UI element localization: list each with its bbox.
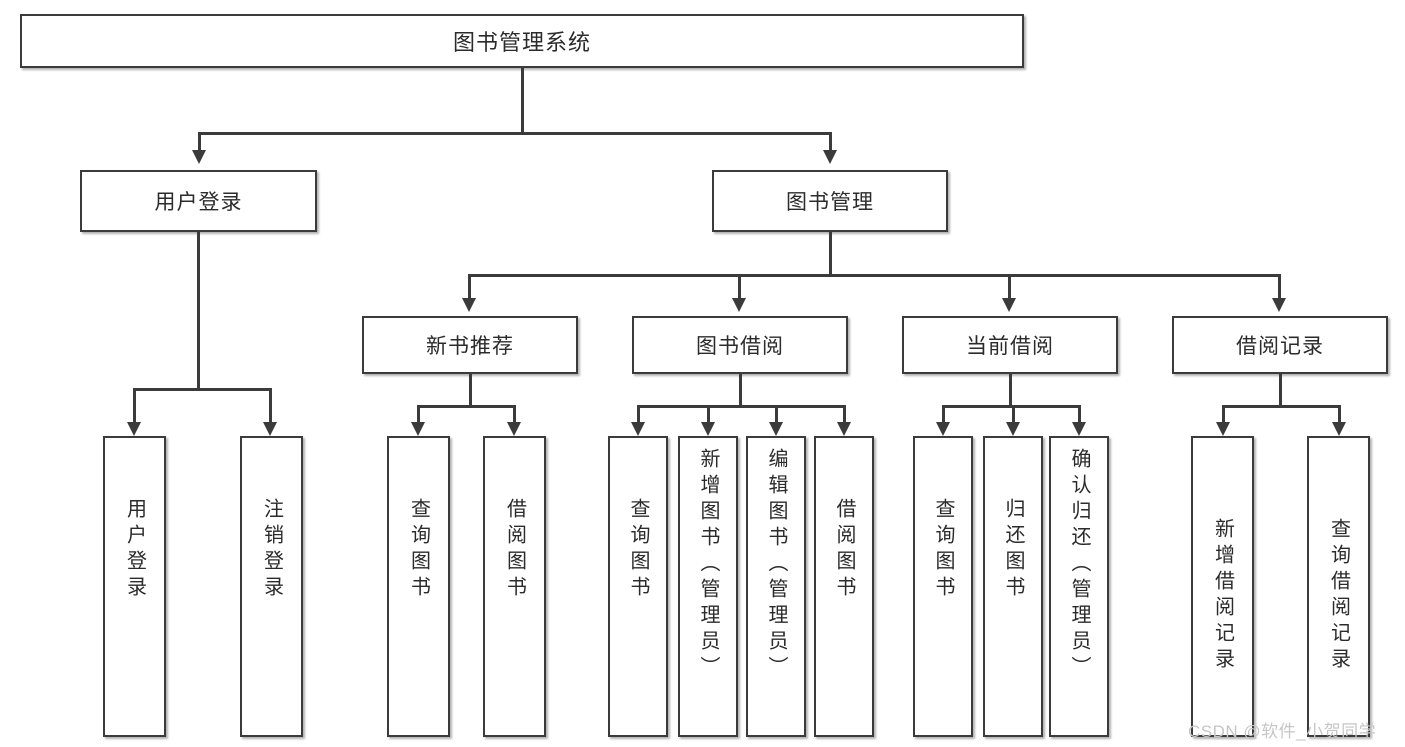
arrow-to-leaf-query-book-2 xyxy=(631,422,645,436)
connector-book-borrow-drop-4 xyxy=(843,405,846,422)
node-leaf-add-borrow-record[interactable]: 新增借阅记录 xyxy=(1191,436,1254,737)
arrow-to-leaf-edit-book xyxy=(769,422,783,436)
connector-current-borrow-drop-2 xyxy=(1012,405,1015,422)
node-label: 查询图书 xyxy=(407,498,430,602)
connector-current-borrow-bus xyxy=(942,405,1078,408)
node-leaf-logout-login[interactable]: 注销登录 xyxy=(240,436,303,737)
arrow-to-current-borrow xyxy=(1002,298,1016,312)
connector-book-manage-bus xyxy=(468,274,1280,277)
arrow-to-leaf-borrow-book-1 xyxy=(507,422,521,436)
node-leaf-confirm-return-admin[interactable]: 确认归还（管理员） xyxy=(1049,436,1109,737)
connector-user-login-drop-1 xyxy=(133,388,136,422)
connector-borrow-record-drop-2 xyxy=(1338,405,1341,422)
node-book-management[interactable]: 图书管理 xyxy=(712,170,948,232)
arrow-to-leaf-query-book-3 xyxy=(936,422,950,436)
connector-root-stem xyxy=(521,68,524,133)
connector-book-borrow-drop-1 xyxy=(637,405,640,422)
arrow-to-leaf-logout-login xyxy=(263,422,277,436)
csdn-watermark: CSDN @软件_小贺同学 xyxy=(1188,722,1377,741)
node-label: 图书管理 xyxy=(786,191,874,214)
connector-user-login-bus xyxy=(133,388,271,391)
arrow-to-book-borrow xyxy=(732,298,746,312)
connector-book-borrow-drop-3 xyxy=(775,405,778,422)
node-label: 注销登录 xyxy=(260,498,283,602)
node-new-book-recommend[interactable]: 新书推荐 xyxy=(362,316,578,374)
node-label: 借阅记录 xyxy=(1236,335,1324,358)
node-leaf-borrow-book-recommend[interactable]: 借阅图书 xyxy=(483,436,546,737)
arrow-to-leaf-return-book xyxy=(1006,422,1020,436)
node-label: 新增借阅记录 xyxy=(1211,518,1234,674)
arrow-to-leaf-confirm-return xyxy=(1072,422,1086,436)
node-leaf-query-book-borrow[interactable]: 查询图书 xyxy=(608,436,668,737)
node-label: 新书推荐 xyxy=(426,335,514,358)
node-label: 借阅图书 xyxy=(503,498,526,602)
node-label: 查询图书 xyxy=(627,498,649,602)
arrow-to-leaf-query-book-1 xyxy=(411,422,425,436)
node-label: 查询图书 xyxy=(932,498,954,602)
connector-l3-drop-3 xyxy=(1008,274,1011,298)
connector-root-drop-right xyxy=(829,132,832,150)
node-label: 借阅图书 xyxy=(833,498,855,602)
connector-l3-drop-2 xyxy=(738,274,741,298)
arrow-to-new-book-recommend xyxy=(462,298,476,312)
arrow-to-borrow-record xyxy=(1272,298,1286,312)
connector-new-book-drop-1 xyxy=(417,405,420,422)
connector-current-borrow-stem xyxy=(1009,374,1012,407)
arrow-to-leaf-add-book xyxy=(701,422,715,436)
node-leaf-query-book-recommend[interactable]: 查询图书 xyxy=(387,436,450,737)
connector-current-borrow-drop-1 xyxy=(942,405,945,422)
arrow-to-user-login xyxy=(192,150,206,164)
arrow-to-leaf-borrow-book-2 xyxy=(837,422,851,436)
connector-book-borrow-bus xyxy=(637,405,845,408)
node-leaf-add-book-admin[interactable]: 新增图书（管理员） xyxy=(678,436,738,737)
connector-book-borrow-drop-2 xyxy=(707,405,710,422)
node-label: 图书借阅 xyxy=(696,335,784,358)
node-leaf-query-book-current[interactable]: 查询图书 xyxy=(913,436,973,737)
node-user-login[interactable]: 用户登录 xyxy=(80,170,317,232)
node-book-borrow[interactable]: 图书借阅 xyxy=(632,316,848,374)
node-label: 归还图书 xyxy=(1002,498,1024,602)
connector-new-book-stem xyxy=(469,374,472,407)
connector-root-bus xyxy=(198,132,831,135)
node-leaf-return-book[interactable]: 归还图书 xyxy=(983,436,1043,737)
connector-user-login-drop-2 xyxy=(269,388,272,422)
node-borrow-record[interactable]: 借阅记录 xyxy=(1172,316,1388,374)
connector-borrow-record-bus xyxy=(1222,405,1339,408)
connector-book-manage-stem xyxy=(829,232,832,276)
node-label: 编辑图书（管理员） xyxy=(765,448,787,682)
connector-user-login-stem xyxy=(197,232,200,390)
connector-book-borrow-stem xyxy=(739,374,742,407)
connector-current-borrow-drop-3 xyxy=(1078,405,1081,422)
arrow-to-leaf-user-login xyxy=(127,422,141,436)
node-label: 用户登录 xyxy=(154,191,243,214)
connector-l3-drop-1 xyxy=(468,274,471,298)
connector-new-book-bus xyxy=(417,405,513,408)
connector-new-book-drop-2 xyxy=(513,405,516,422)
connector-l3-drop-4 xyxy=(1278,274,1281,298)
node-leaf-borrow-book[interactable]: 借阅图书 xyxy=(814,436,874,737)
node-label: 新增图书（管理员） xyxy=(697,448,719,682)
arrow-to-leaf-query-record xyxy=(1332,422,1346,436)
node-current-borrow[interactable]: 当前借阅 xyxy=(902,316,1118,374)
arrow-to-book-manage xyxy=(823,150,837,164)
connector-borrow-record-stem xyxy=(1279,374,1282,407)
node-leaf-user-login[interactable]: 用户登录 xyxy=(103,436,166,737)
node-label: 确认归还（管理员） xyxy=(1068,448,1090,682)
node-label: 用户登录 xyxy=(123,498,146,602)
node-leaf-query-borrow-record[interactable]: 查询借阅记录 xyxy=(1307,436,1370,737)
connector-root-drop-left xyxy=(198,132,201,150)
connector-borrow-record-drop-1 xyxy=(1222,405,1225,422)
arrow-to-leaf-add-record xyxy=(1216,422,1230,436)
node-label: 当前借阅 xyxy=(966,335,1054,358)
node-leaf-edit-book-admin[interactable]: 编辑图书（管理员） xyxy=(746,436,806,737)
node-label: 图书管理系统 xyxy=(452,30,591,55)
node-root-book-management-system[interactable]: 图书管理系统 xyxy=(20,14,1024,68)
node-label: 查询借阅记录 xyxy=(1327,518,1350,674)
